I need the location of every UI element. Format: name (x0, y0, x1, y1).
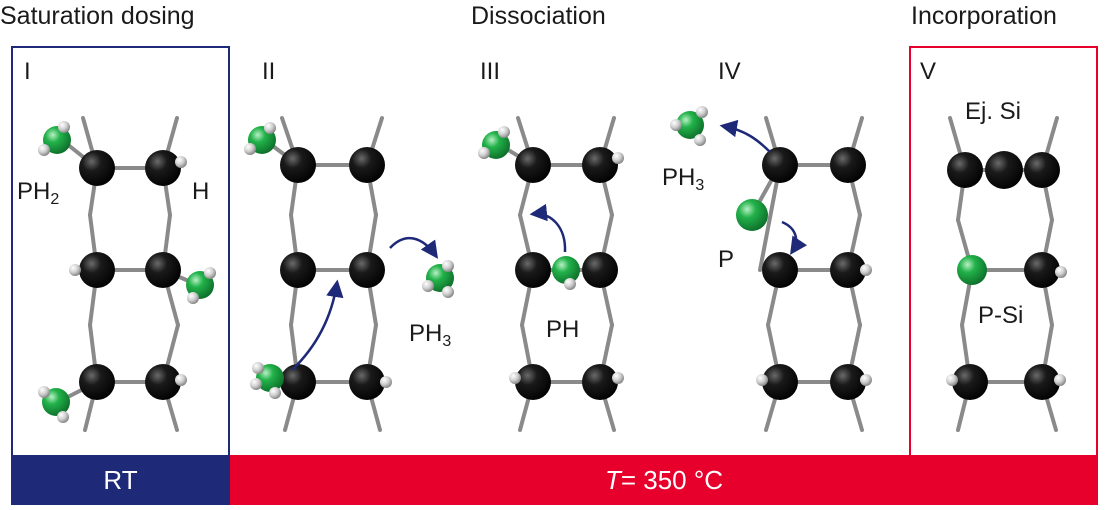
temperature-symbol: T (604, 464, 621, 495)
label-p: P (718, 246, 735, 273)
arrow-ii-migrate (291, 279, 344, 371)
panel-label-ii: II (262, 58, 276, 85)
header-dissociation: Dissociation (471, 2, 606, 30)
label-ph3-iv: PH3 (662, 164, 705, 194)
ph-fragment (552, 256, 580, 284)
arrow-iii (529, 203, 567, 253)
panel-ii-structure (244, 116, 454, 432)
panel-iv-structure (670, 106, 872, 432)
panel-iii-structure (478, 116, 624, 432)
arrow-iv-desorb (719, 119, 771, 153)
temperature-value: = 350 °C (620, 464, 724, 495)
panel-v-structure (946, 116, 1067, 432)
label-ph2: PH2 (17, 178, 60, 208)
label-ph3-ii: PH3 (409, 320, 452, 350)
rt-bar: RT (11, 455, 230, 505)
header-saturation-dosing: Saturation dosing (0, 2, 195, 30)
label-ph: PH (546, 316, 580, 343)
panel-label-iv: IV (718, 58, 741, 85)
panel-label-v: V (920, 58, 937, 85)
ph3-molecule-iv (676, 111, 704, 139)
p-si-atom (957, 255, 987, 285)
header-incorporation: Incorporation (911, 2, 1057, 30)
temperature-bar: T = 350 °C (230, 455, 1098, 505)
label-p-si: P-Si (978, 302, 1024, 329)
label-ej-si: Ej. Si (965, 98, 1022, 125)
p-atom-iv (736, 199, 768, 231)
arrow-iv-insert (781, 220, 808, 255)
ejected-si-atom (985, 151, 1023, 189)
panel-i-structure (38, 116, 216, 432)
arrow-ii-desorb (389, 236, 439, 259)
panel-label-iii: III (480, 58, 501, 85)
label-h: H (192, 178, 210, 205)
panel-label-i: I (24, 58, 31, 85)
